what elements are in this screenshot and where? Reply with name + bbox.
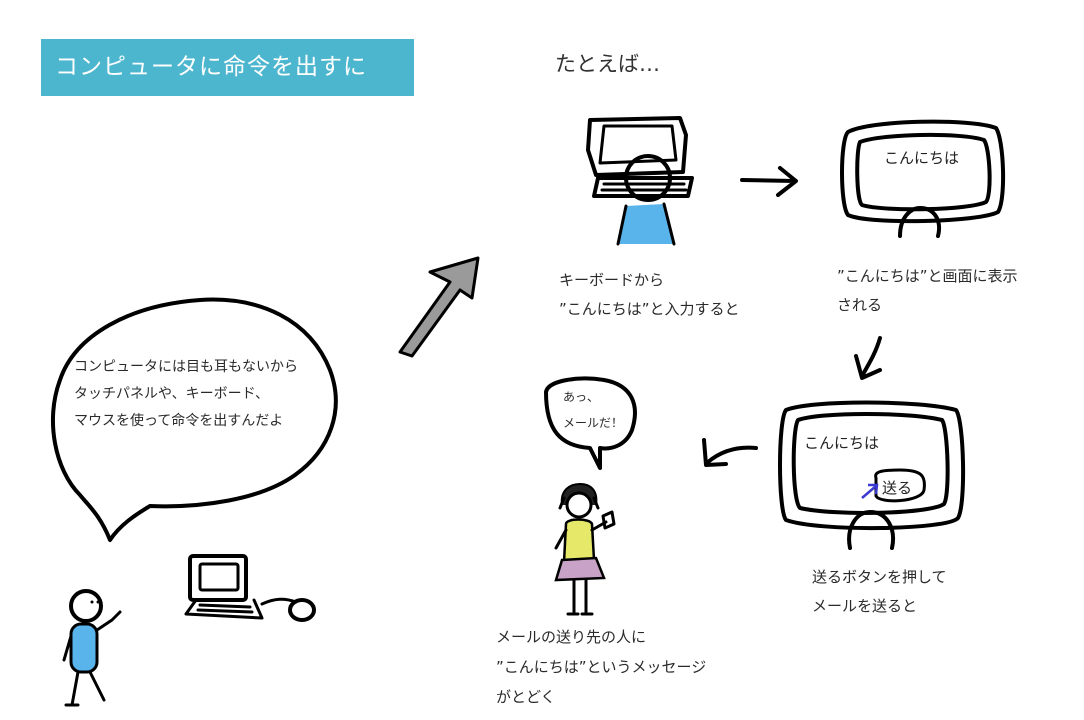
step3-monitor <box>778 400 966 550</box>
girl-speech-line: あっ、 <box>563 390 600 404</box>
step2-monitor <box>840 119 1006 238</box>
girl-speech-line: メールだ！ <box>563 416 624 430</box>
step1-typing-figure <box>586 116 694 246</box>
main-speech-text: コンピュータには目も耳もないから タッチパネルや、キーボード、 マウスを使って命… <box>74 354 298 435</box>
boy-figure <box>62 589 122 707</box>
girl-figure <box>544 376 637 616</box>
step3-caption-line: メールを送ると <box>812 597 918 615</box>
step1-caption: キーボードから ”こんにちは”と入力すると <box>559 266 740 324</box>
example-heading: たとえば… <box>555 52 660 76</box>
step4-caption-line: メールの送り先の人に <box>496 628 647 646</box>
arrow-down-icon <box>854 336 882 380</box>
main-speech-bubble <box>50 297 338 542</box>
step2-screen-text: こんにちは <box>884 149 960 167</box>
step1-caption-line: ”こんにちは”と入力すると <box>559 300 740 318</box>
step2-caption-line: ”こんにちは”と画面に表示 <box>837 267 1018 285</box>
step4-caption: メールの送り先の人に ”こんにちは”というメッセージ がとどく <box>496 622 706 712</box>
step4-caption-line: ”こんにちは”というメッセージ <box>496 658 707 676</box>
step2-caption-line: される <box>837 296 883 314</box>
big-arrow-icon <box>398 256 480 358</box>
main-speech-line: マウスを使って命令を出すんだよ <box>74 413 284 429</box>
page-title: コンピュータに命令を出すには？ <box>41 39 414 137</box>
step1-caption-line: キーボードから <box>559 271 665 289</box>
step3-caption-line: 送るボタンを押して <box>812 568 947 586</box>
send-button[interactable]: 送る <box>882 479 913 497</box>
step4-caption-line: がとどく <box>496 688 556 706</box>
step2-caption: ”こんにちは”と画面に表示 される <box>837 262 1018 320</box>
step3-caption: 送るボタンを押して メールを送ると <box>812 563 947 621</box>
computer-icon <box>184 554 316 622</box>
arrow-left-icon <box>702 438 758 467</box>
main-speech-line: タッチパネルや、キーボード、 <box>74 386 270 402</box>
arrow-right-icon <box>740 166 798 197</box>
girl-speech-text: あっ、 メールだ！ <box>563 384 623 436</box>
step3-screen-text: こんにちは <box>804 434 880 452</box>
main-speech-line: コンピュータには目も耳もないから <box>74 359 298 375</box>
